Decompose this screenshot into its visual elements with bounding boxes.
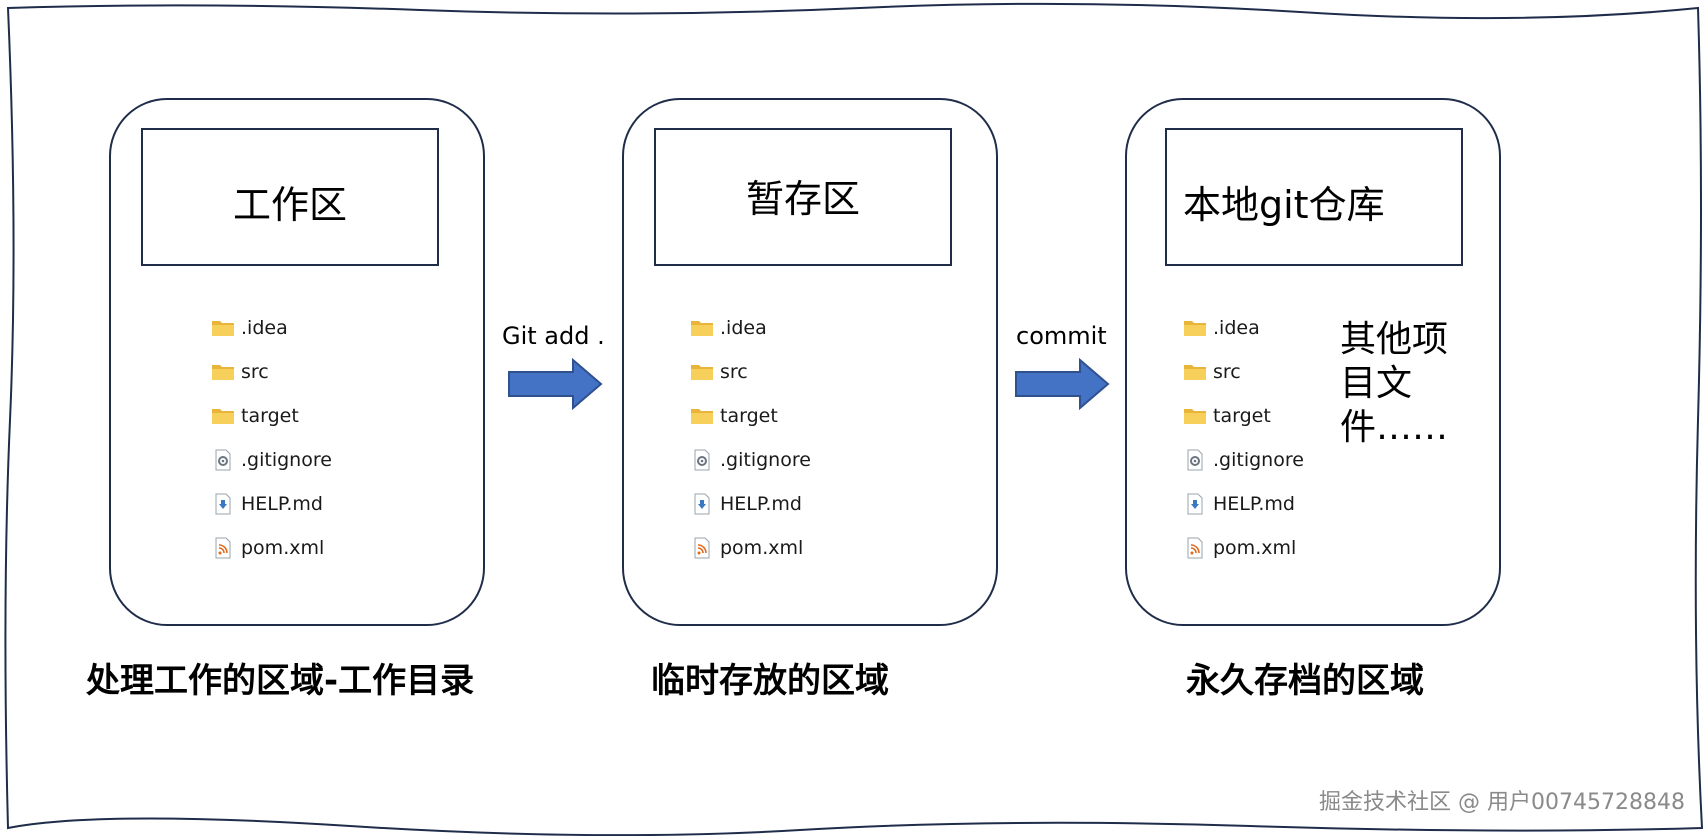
local-repo-title-box: 本地git仓库 <box>1165 128 1463 266</box>
file-name: .idea <box>241 317 288 339</box>
file-name: .idea <box>1213 317 1260 339</box>
file-name: src <box>720 361 748 383</box>
rss-file-icon <box>1183 536 1207 560</box>
other-project-files-note: 其他项目文件…… <box>1340 319 1449 448</box>
right-arrow-icon <box>508 358 603 410</box>
folder-icon <box>1183 316 1207 340</box>
download-file-icon <box>1183 492 1207 516</box>
folder-icon <box>211 404 235 428</box>
file-list-item: .idea <box>690 306 811 350</box>
file-list-item: target <box>690 394 811 438</box>
staging-area-title: 暂存区 <box>746 177 861 221</box>
file-list-item: HELP.md <box>690 482 811 526</box>
file-list-item: .gitignore <box>690 438 811 482</box>
staging-area-title-box: 暂存区 <box>654 128 952 266</box>
file-name: .idea <box>720 317 767 339</box>
file-list-item: target <box>211 394 332 438</box>
working-area-title: 工作区 <box>233 183 348 227</box>
commit-label: commit <box>1016 322 1107 350</box>
file-list-item: pom.xml <box>690 526 811 570</box>
file-name: target <box>241 405 299 427</box>
file-name: pom.xml <box>1213 537 1297 559</box>
gear-file-icon <box>211 448 235 472</box>
file-name: HELP.md <box>1213 493 1295 515</box>
download-file-icon <box>690 492 714 516</box>
folder-icon <box>690 316 714 340</box>
file-name: HELP.md <box>720 493 802 515</box>
gear-file-icon <box>690 448 714 472</box>
git-add-label: Git add . <box>502 322 605 350</box>
file-name: src <box>1213 361 1241 383</box>
folder-icon <box>211 360 235 384</box>
working-area-title-box: 工作区 <box>141 128 439 266</box>
file-list-item: src <box>690 350 811 394</box>
rss-file-icon <box>211 536 235 560</box>
file-list-item: .idea <box>211 306 332 350</box>
download-file-icon <box>211 492 235 516</box>
file-name: target <box>720 405 778 427</box>
file-list-item: src <box>1183 350 1304 394</box>
file-list-item: target <box>1183 394 1304 438</box>
folder-icon <box>1183 404 1207 428</box>
folder-icon <box>211 316 235 340</box>
file-name: .gitignore <box>720 449 811 471</box>
file-list-item: HELP.md <box>1183 482 1304 526</box>
file-list-item: .gitignore <box>211 438 332 482</box>
folder-icon <box>690 404 714 428</box>
file-name: src <box>241 361 269 383</box>
file-list-item: .gitignore <box>1183 438 1304 482</box>
staging-area-caption: 临时存放的区域 <box>651 661 889 701</box>
working-area-caption: 处理工作的区域-工作目录 <box>86 661 475 701</box>
file-list-item: src <box>211 350 332 394</box>
folder-icon <box>690 360 714 384</box>
file-list-item: pom.xml <box>1183 526 1304 570</box>
local-repo-title: 本地git仓库 <box>1183 183 1385 227</box>
file-list-item: pom.xml <box>211 526 332 570</box>
file-list-item: .idea <box>1183 306 1304 350</box>
folder-icon <box>1183 360 1207 384</box>
watermark: 掘金技术社区 @ 用户00745728848 <box>1319 790 1685 815</box>
file-name: target <box>1213 405 1271 427</box>
gear-file-icon <box>1183 448 1207 472</box>
file-name: .gitignore <box>1213 449 1304 471</box>
local-repo-caption: 永久存档的区域 <box>1186 661 1424 701</box>
file-name: .gitignore <box>241 449 332 471</box>
file-list-item: HELP.md <box>211 482 332 526</box>
file-name: pom.xml <box>241 537 325 559</box>
rss-file-icon <box>690 536 714 560</box>
right-arrow-icon <box>1015 358 1110 410</box>
file-name: HELP.md <box>241 493 323 515</box>
file-name: pom.xml <box>720 537 804 559</box>
